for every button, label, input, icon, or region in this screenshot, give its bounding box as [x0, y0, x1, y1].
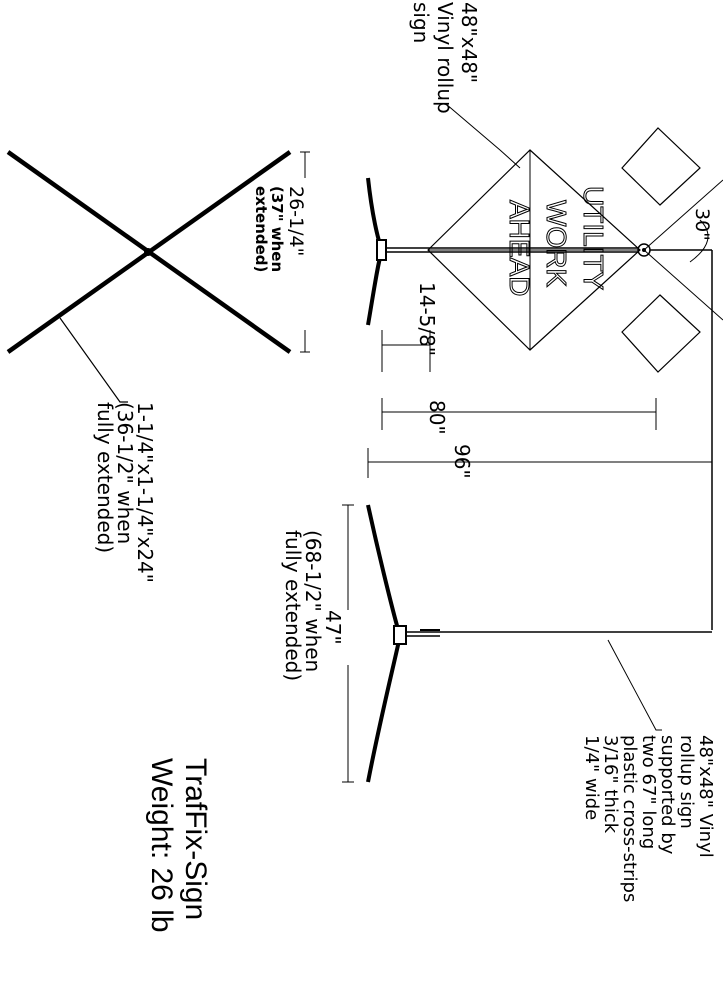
base-top-line-3: extended)	[252, 186, 270, 272]
base-bottom-line-1: 47"	[321, 610, 345, 645]
tripod-base-top-view	[6, 150, 292, 354]
rollup-note-line-4: two 67" long	[638, 735, 659, 849]
rollup-note-line-5: plastic cross-strips	[619, 735, 640, 902]
dim-96-group: 96"	[450, 444, 474, 479]
product-title: TrafFix-Sign	[179, 758, 212, 920]
lower-stand-side-view	[366, 504, 712, 783]
title-block: TrafFix-Sign Weight: 26 lb	[145, 758, 212, 933]
rollup-note: 48"x48" Vinyl rollup sign supported by t…	[581, 735, 716, 902]
dim-14-5-8: 14-5/8"	[415, 282, 439, 356]
top-sign-line-1: 48"x48"	[457, 2, 481, 83]
leg-size-line-2: (36-1/2" when	[113, 402, 137, 544]
sign-line-utility: UTILITY	[578, 186, 609, 291]
rollup-note-line-1: 48"x48" Vinyl	[695, 735, 716, 858]
leg-size-line-1: 1-1/4"x1-1/4"x24"	[133, 402, 157, 583]
base-top-line-2: (37" when	[268, 186, 286, 272]
rollup-note-line-7: 1/4" wide	[581, 735, 602, 820]
weight-label: Weight: 26 lb	[145, 758, 178, 933]
top-sign-label: 48"x48" Vinyl rollup sign	[409, 2, 481, 114]
sign-stand-assembly	[366, 127, 723, 630]
sign-line-work-group: WORK	[541, 200, 573, 288]
rollup-note-leader	[607, 639, 662, 731]
rollup-note-line-2: rollup sign	[676, 735, 697, 829]
dim-80: 80"	[425, 400, 449, 435]
leg-size-label: 1-1/4"x1-1/4"x24" (36-1/2" when fully ex…	[93, 402, 157, 583]
base-bottom-line-3: fully extended)	[281, 530, 305, 681]
sign-line-ahead: AHEAD	[504, 200, 535, 296]
base-bottom-line-2: (68-1/2" when	[301, 530, 325, 672]
sign-line-ahead-group: AHEAD	[504, 200, 536, 297]
sign-line-work: WORK	[541, 200, 572, 287]
dim-14-group: 14-5/8"	[415, 282, 439, 356]
base-top-line-1: 26-1/4"	[285, 186, 307, 256]
rollup-note-line-3: supported by	[657, 735, 678, 855]
sign-label-leader	[445, 103, 521, 169]
rollup-note-line-6: 3/16" thick	[600, 735, 621, 834]
base-bottom-label: 47" (68-1/2" when fully extended)	[281, 530, 345, 681]
dim-96: 96"	[450, 444, 474, 479]
base-top-label: 26-1/4" (37" when extended)	[252, 186, 307, 272]
dim-80-group: 80"	[425, 400, 449, 435]
top-sign-line-2: Vinyl rollup	[433, 2, 457, 114]
angle-label: 30"	[691, 208, 713, 241]
leg-leader	[59, 317, 128, 403]
leg-size-line-3: fully extended)	[93, 402, 117, 553]
angle-label-group: 30"	[691, 208, 713, 241]
top-sign-line-3: sign	[409, 2, 433, 43]
sign-face-text: UTILITY	[578, 186, 610, 292]
dimension-lines	[300, 151, 712, 783]
